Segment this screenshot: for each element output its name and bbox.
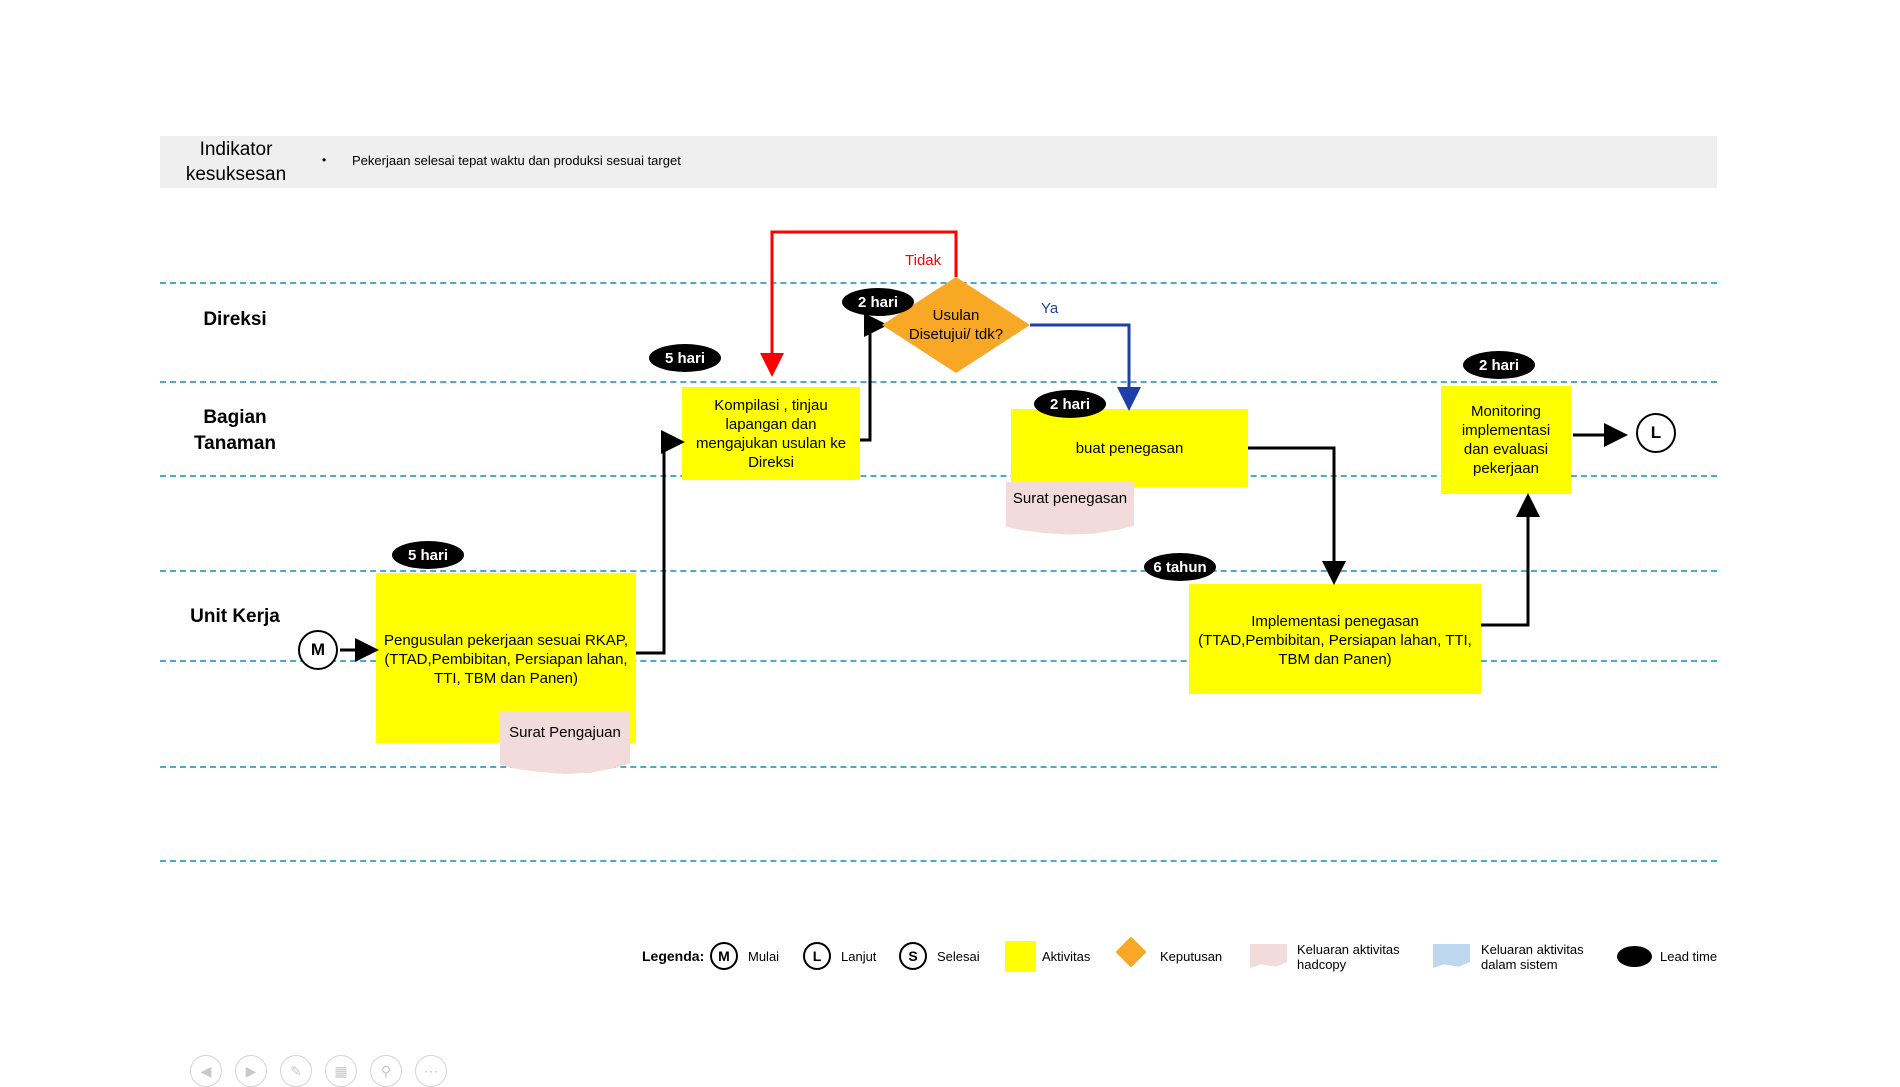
legend-leadtime-label: Lead time xyxy=(1660,949,1718,964)
lane-label-bagian-tanaman: Bagian Tanaman xyxy=(193,407,276,454)
lane-divider xyxy=(160,660,1717,662)
lane-divider xyxy=(160,381,1717,383)
legend-lanjut-label: Lanjut xyxy=(841,949,877,964)
arrow-kompilasi-to-keputusan xyxy=(860,313,888,442)
arrow-penegasan-to-implementasi xyxy=(1248,446,1346,585)
legend-hardcopy-swatch xyxy=(1250,944,1287,968)
lane-label-direksi: Direksi xyxy=(203,309,267,330)
lane-divider xyxy=(160,860,1717,862)
indicator-label: Indikator kesuksesan xyxy=(185,139,287,185)
decision-yes-label: Ya xyxy=(1041,300,1059,317)
legend-title: Legenda: xyxy=(642,948,705,964)
output-surat-penegasan: Surat penegasan xyxy=(1006,482,1134,535)
decision-label-line1: Usulan xyxy=(933,307,980,324)
legend-sistem-label: Keluaran aktivitas dalam sistem xyxy=(1481,942,1584,972)
activity-kompilasi: Kompilasi , tinjau lapangan dan mengajuk… xyxy=(682,387,860,480)
legend-aktivitas-label: Aktivitas xyxy=(1042,949,1091,964)
slideshow-toolbar: ◀ ▶ ✎ ▦ ⚲ ⋯ xyxy=(190,1055,447,1087)
pen-icon[interactable]: ✎ xyxy=(280,1055,312,1087)
arrow-tidak xyxy=(760,230,958,377)
leadtime-badge-keputusan: 2 hari xyxy=(842,288,914,316)
arrow-implementasi-to-monitoring xyxy=(1481,493,1540,627)
legend-leadtime-swatch xyxy=(1617,946,1652,967)
indicator-bar xyxy=(160,136,1717,188)
next-terminal: L xyxy=(1636,413,1676,453)
activity-implementasi: Implementasi penegasan (TTAD,Pembibitan,… xyxy=(1189,584,1481,694)
decision-no-label: Tidak xyxy=(905,252,942,269)
leadtime-badge-penegasan: 2 hari xyxy=(1034,390,1106,418)
legend-sistem-swatch xyxy=(1433,944,1470,968)
output-surat-pengajuan: Surat Pengajuan xyxy=(500,712,630,775)
legend-mulai-symbol: M xyxy=(710,942,738,970)
leadtime-badge-implementasi: 6 tahun xyxy=(1144,553,1216,581)
leadtime-badge-kompilasi: 5 hari xyxy=(649,344,721,372)
slides-icon[interactable]: ▦ xyxy=(325,1055,357,1087)
prev-icon[interactable]: ◀ xyxy=(190,1055,222,1087)
more-icon[interactable]: ⋯ xyxy=(415,1055,447,1087)
lane-divider xyxy=(160,570,1717,572)
legend-lanjut-symbol: L xyxy=(803,942,831,970)
lane-divider xyxy=(160,766,1717,768)
leadtime-badge-monitoring: 2 hari xyxy=(1463,351,1535,379)
next-icon[interactable]: ▶ xyxy=(235,1055,267,1087)
lane-divider xyxy=(160,475,1717,477)
zoom-icon[interactable]: ⚲ xyxy=(370,1055,402,1087)
activity-buat-penegasan: buat penegasan xyxy=(1011,409,1248,487)
legend-keputusan-label: Keputusan xyxy=(1160,949,1223,964)
legend-mulai-label: Mulai xyxy=(748,949,780,964)
decision-diamond xyxy=(882,277,1030,373)
leadtime-badge-pengusulan: 5 hari xyxy=(392,541,464,569)
activity-monitoring: Monitoring implementasi dan evaluasi pek… xyxy=(1441,386,1571,494)
arrow-pengusulan-to-kompilasi xyxy=(636,430,685,655)
start-terminal: M xyxy=(298,630,338,670)
indicator-text: Pekerjaan selesai tepat waktu dan produk… xyxy=(352,153,681,168)
lane-divider xyxy=(160,282,1717,284)
lane-label-unit-kerja: Unit Kerja xyxy=(190,606,280,627)
legend-selesai-symbol: S xyxy=(899,942,927,970)
legend-hardcopy-label: Keluaran aktivitas hadcopy xyxy=(1297,942,1400,972)
arrow-ya xyxy=(1030,323,1141,411)
legend-aktivitas-swatch xyxy=(1005,941,1036,972)
legend-selesai-label: Selesai xyxy=(937,949,980,964)
decision-label-line2: Disetujui/ tdk? xyxy=(909,326,1003,343)
indicator-bullet: • xyxy=(322,153,327,167)
